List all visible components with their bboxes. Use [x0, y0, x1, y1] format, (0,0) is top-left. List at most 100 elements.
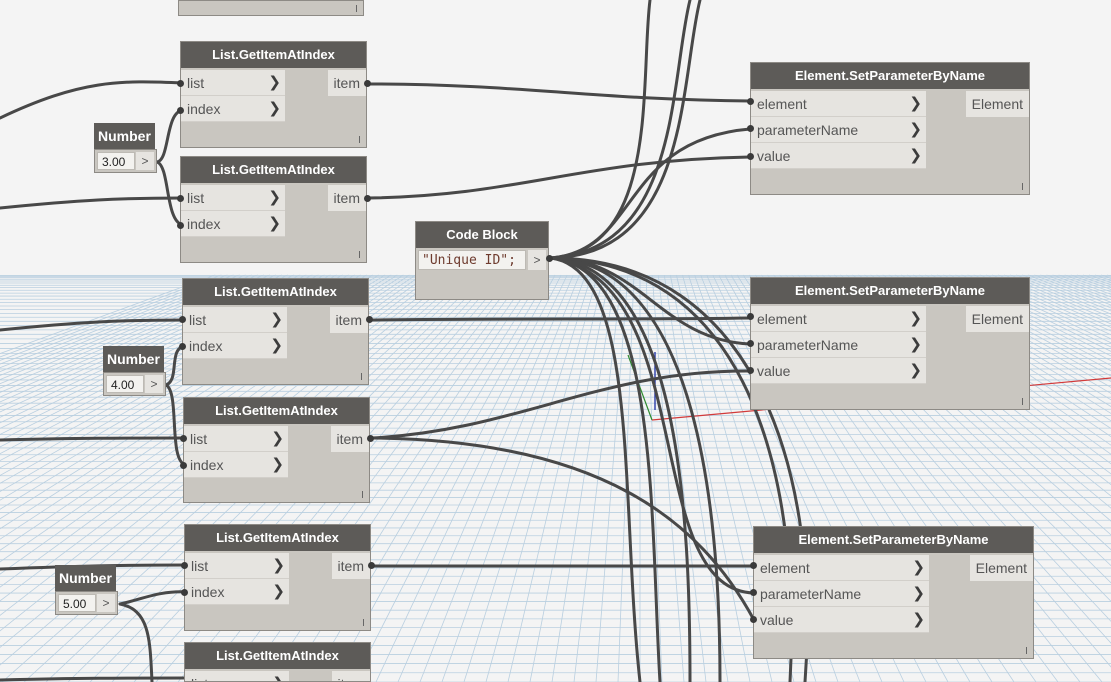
set-parameter-by-name-node[interactable]: Element.SetParameterByName element❯ para… [750, 277, 1030, 410]
wire[interactable] [549, 0, 652, 260]
grid-line [0, 274, 307, 418]
output-port-element[interactable]: Element [965, 306, 1029, 332]
port-arrow-icon: ❯ [268, 189, 281, 206]
wire[interactable] [118, 602, 154, 682]
output-port-item[interactable]: item [330, 426, 369, 452]
port-connector-icon [367, 435, 374, 442]
number-node[interactable]: Number 4.00 > [103, 346, 166, 396]
input-port-index[interactable]: index❯ [185, 579, 289, 605]
input-port-value[interactable]: value❯ [751, 143, 926, 169]
code-editor[interactable]: "Unique ID"; [418, 250, 526, 270]
resize-grip-icon[interactable] [362, 491, 363, 498]
port-connector-icon [181, 589, 188, 596]
partial-node[interactable] [178, 0, 364, 16]
port-connector-icon [177, 195, 184, 202]
output-port-element[interactable]: Element [969, 555, 1033, 581]
resize-grip-icon[interactable] [356, 5, 357, 12]
number-node[interactable]: Number 5.00 > [55, 565, 118, 615]
output-port-item[interactable]: item [327, 70, 366, 96]
wire[interactable] [549, 256, 692, 682]
port-connector-icon [177, 222, 184, 229]
wire[interactable] [0, 318, 187, 332]
resize-grip-icon[interactable] [363, 619, 364, 626]
input-port-value[interactable]: value❯ [754, 607, 929, 633]
wire[interactable] [368, 316, 752, 322]
chevron-right-icon[interactable]: > [136, 152, 154, 170]
input-port-element[interactable]: element❯ [751, 306, 926, 332]
wire[interactable] [549, 256, 642, 682]
input-port-index[interactable]: index❯ [181, 211, 285, 237]
grid-line [397, 274, 574, 682]
list-getitematindex-node[interactable]: List.GetItemAtIndex list❯ index❯ item [182, 278, 369, 385]
grid-line [0, 274, 216, 354]
resize-grip-icon[interactable] [359, 136, 360, 143]
port-connector-icon [177, 107, 184, 114]
wire[interactable] [118, 590, 190, 606]
input-port-index[interactable]: index❯ [184, 452, 288, 478]
resize-grip-icon[interactable] [1026, 647, 1027, 654]
input-port-element[interactable]: element❯ [754, 555, 929, 581]
wire[interactable] [549, 0, 692, 260]
wire[interactable] [164, 383, 188, 467]
output-port-item[interactable]: item [331, 671, 370, 681]
set-parameter-by-name-node[interactable]: Element.SetParameterByName element❯ para… [753, 526, 1034, 659]
wire[interactable] [370, 369, 752, 440]
port-connector-icon [364, 80, 371, 87]
wire[interactable] [549, 256, 722, 682]
grid-line [0, 274, 277, 393]
input-port-parametername[interactable]: parameterName❯ [754, 581, 929, 607]
resize-grip-icon[interactable] [1022, 398, 1023, 405]
list-getitematindex-node[interactable]: List.GetItemAtIndex list❯ index❯ item [183, 397, 370, 503]
wire[interactable] [549, 127, 752, 260]
input-port-list[interactable]: list❯ [181, 70, 285, 96]
grid-line [0, 274, 295, 408]
wire[interactable] [366, 82, 752, 103]
wire[interactable] [0, 436, 188, 442]
port-connector-icon [747, 367, 754, 374]
number-value-field[interactable]: 3.00 [97, 152, 135, 170]
chevron-right-icon[interactable]: > [528, 250, 546, 270]
chevron-right-icon[interactable]: > [145, 375, 163, 393]
input-port-parametername[interactable]: parameterName❯ [751, 117, 926, 143]
input-port-list[interactable]: list❯ [185, 553, 289, 579]
input-port-parametername[interactable]: parameterName❯ [751, 332, 926, 358]
wire[interactable] [0, 80, 185, 120]
resize-grip-icon[interactable] [361, 373, 362, 380]
set-parameter-by-name-node[interactable]: Element.SetParameterByName element❯ para… [750, 62, 1030, 195]
wire[interactable] [549, 256, 662, 682]
list-getitematindex-node[interactable]: List.GetItemAtIndex list❯ item [184, 642, 371, 682]
number-node[interactable]: Number 3.00 > [94, 123, 157, 173]
output-port-item[interactable]: item [329, 307, 368, 333]
output-port-item[interactable]: item [331, 553, 370, 579]
input-port-list[interactable]: list❯ [185, 671, 289, 681]
input-port-index[interactable]: index❯ [181, 96, 285, 122]
port-arrow-icon: ❯ [270, 337, 283, 354]
input-port-list[interactable]: list❯ [181, 185, 285, 211]
input-port-index[interactable]: index❯ [183, 333, 287, 359]
wire[interactable] [366, 155, 752, 200]
input-port-value[interactable]: value❯ [751, 358, 926, 384]
number-value-field[interactable]: 5.00 [58, 594, 96, 612]
wire[interactable] [549, 0, 702, 260]
code-block-node[interactable]: Code Block "Unique ID"; > [415, 221, 549, 300]
wire[interactable] [0, 676, 190, 682]
output-port-element[interactable]: Element [965, 91, 1029, 117]
chevron-right-icon[interactable]: > [97, 594, 115, 612]
input-port-element[interactable]: element❯ [751, 91, 926, 117]
resize-grip-icon[interactable] [359, 251, 360, 258]
list-getitematindex-node[interactable]: List.GetItemAtIndex list❯ index❯ item [180, 41, 367, 148]
input-port-list[interactable]: list❯ [183, 307, 287, 333]
wire[interactable] [370, 436, 756, 622]
wire[interactable] [0, 196, 185, 210]
resize-grip-icon[interactable] [1022, 183, 1023, 190]
list-getitematindex-node[interactable]: List.GetItemAtIndex list❯ index❯ item [180, 156, 367, 263]
output-port-item[interactable]: item [327, 185, 366, 211]
list-getitematindex-node[interactable]: List.GetItemAtIndex list❯ index❯ item [184, 524, 371, 631]
grid-line [937, 274, 1111, 367]
input-port-list[interactable]: list❯ [184, 426, 288, 452]
port-connector-icon [364, 195, 371, 202]
port-connector-icon [181, 562, 188, 569]
grid-line [627, 354, 653, 421]
number-value-field[interactable]: 4.00 [106, 375, 144, 393]
